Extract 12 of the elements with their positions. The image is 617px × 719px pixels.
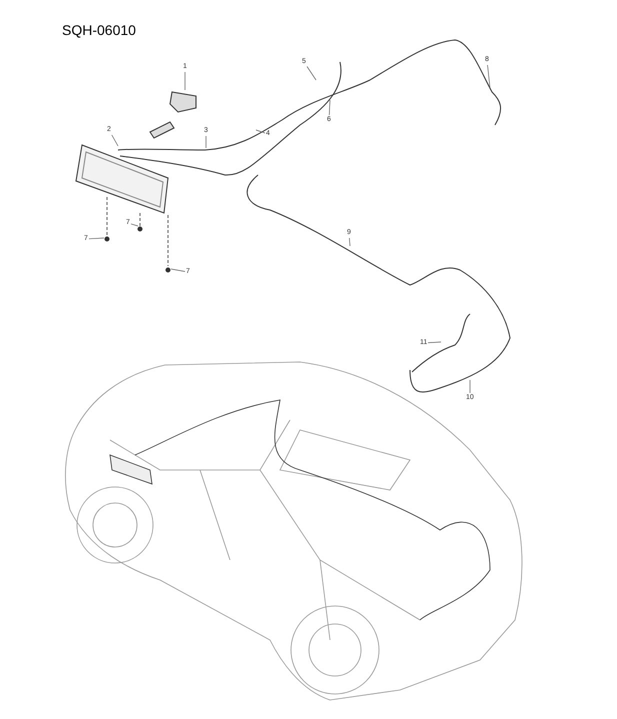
- leader-line: [184, 72, 186, 90]
- leader-line: [306, 66, 316, 80]
- leader-line: [487, 64, 490, 88]
- leader-line: [88, 238, 104, 240]
- leader-line: [130, 224, 138, 226]
- leader-line: [111, 134, 118, 146]
- leader-line: [428, 342, 442, 344]
- leader-line: [170, 268, 186, 272]
- leader-line: [349, 238, 350, 246]
- leader-line: [328, 100, 330, 116]
- diagram-title: SQH-06010: [62, 22, 136, 38]
- leader-line: [256, 130, 266, 134]
